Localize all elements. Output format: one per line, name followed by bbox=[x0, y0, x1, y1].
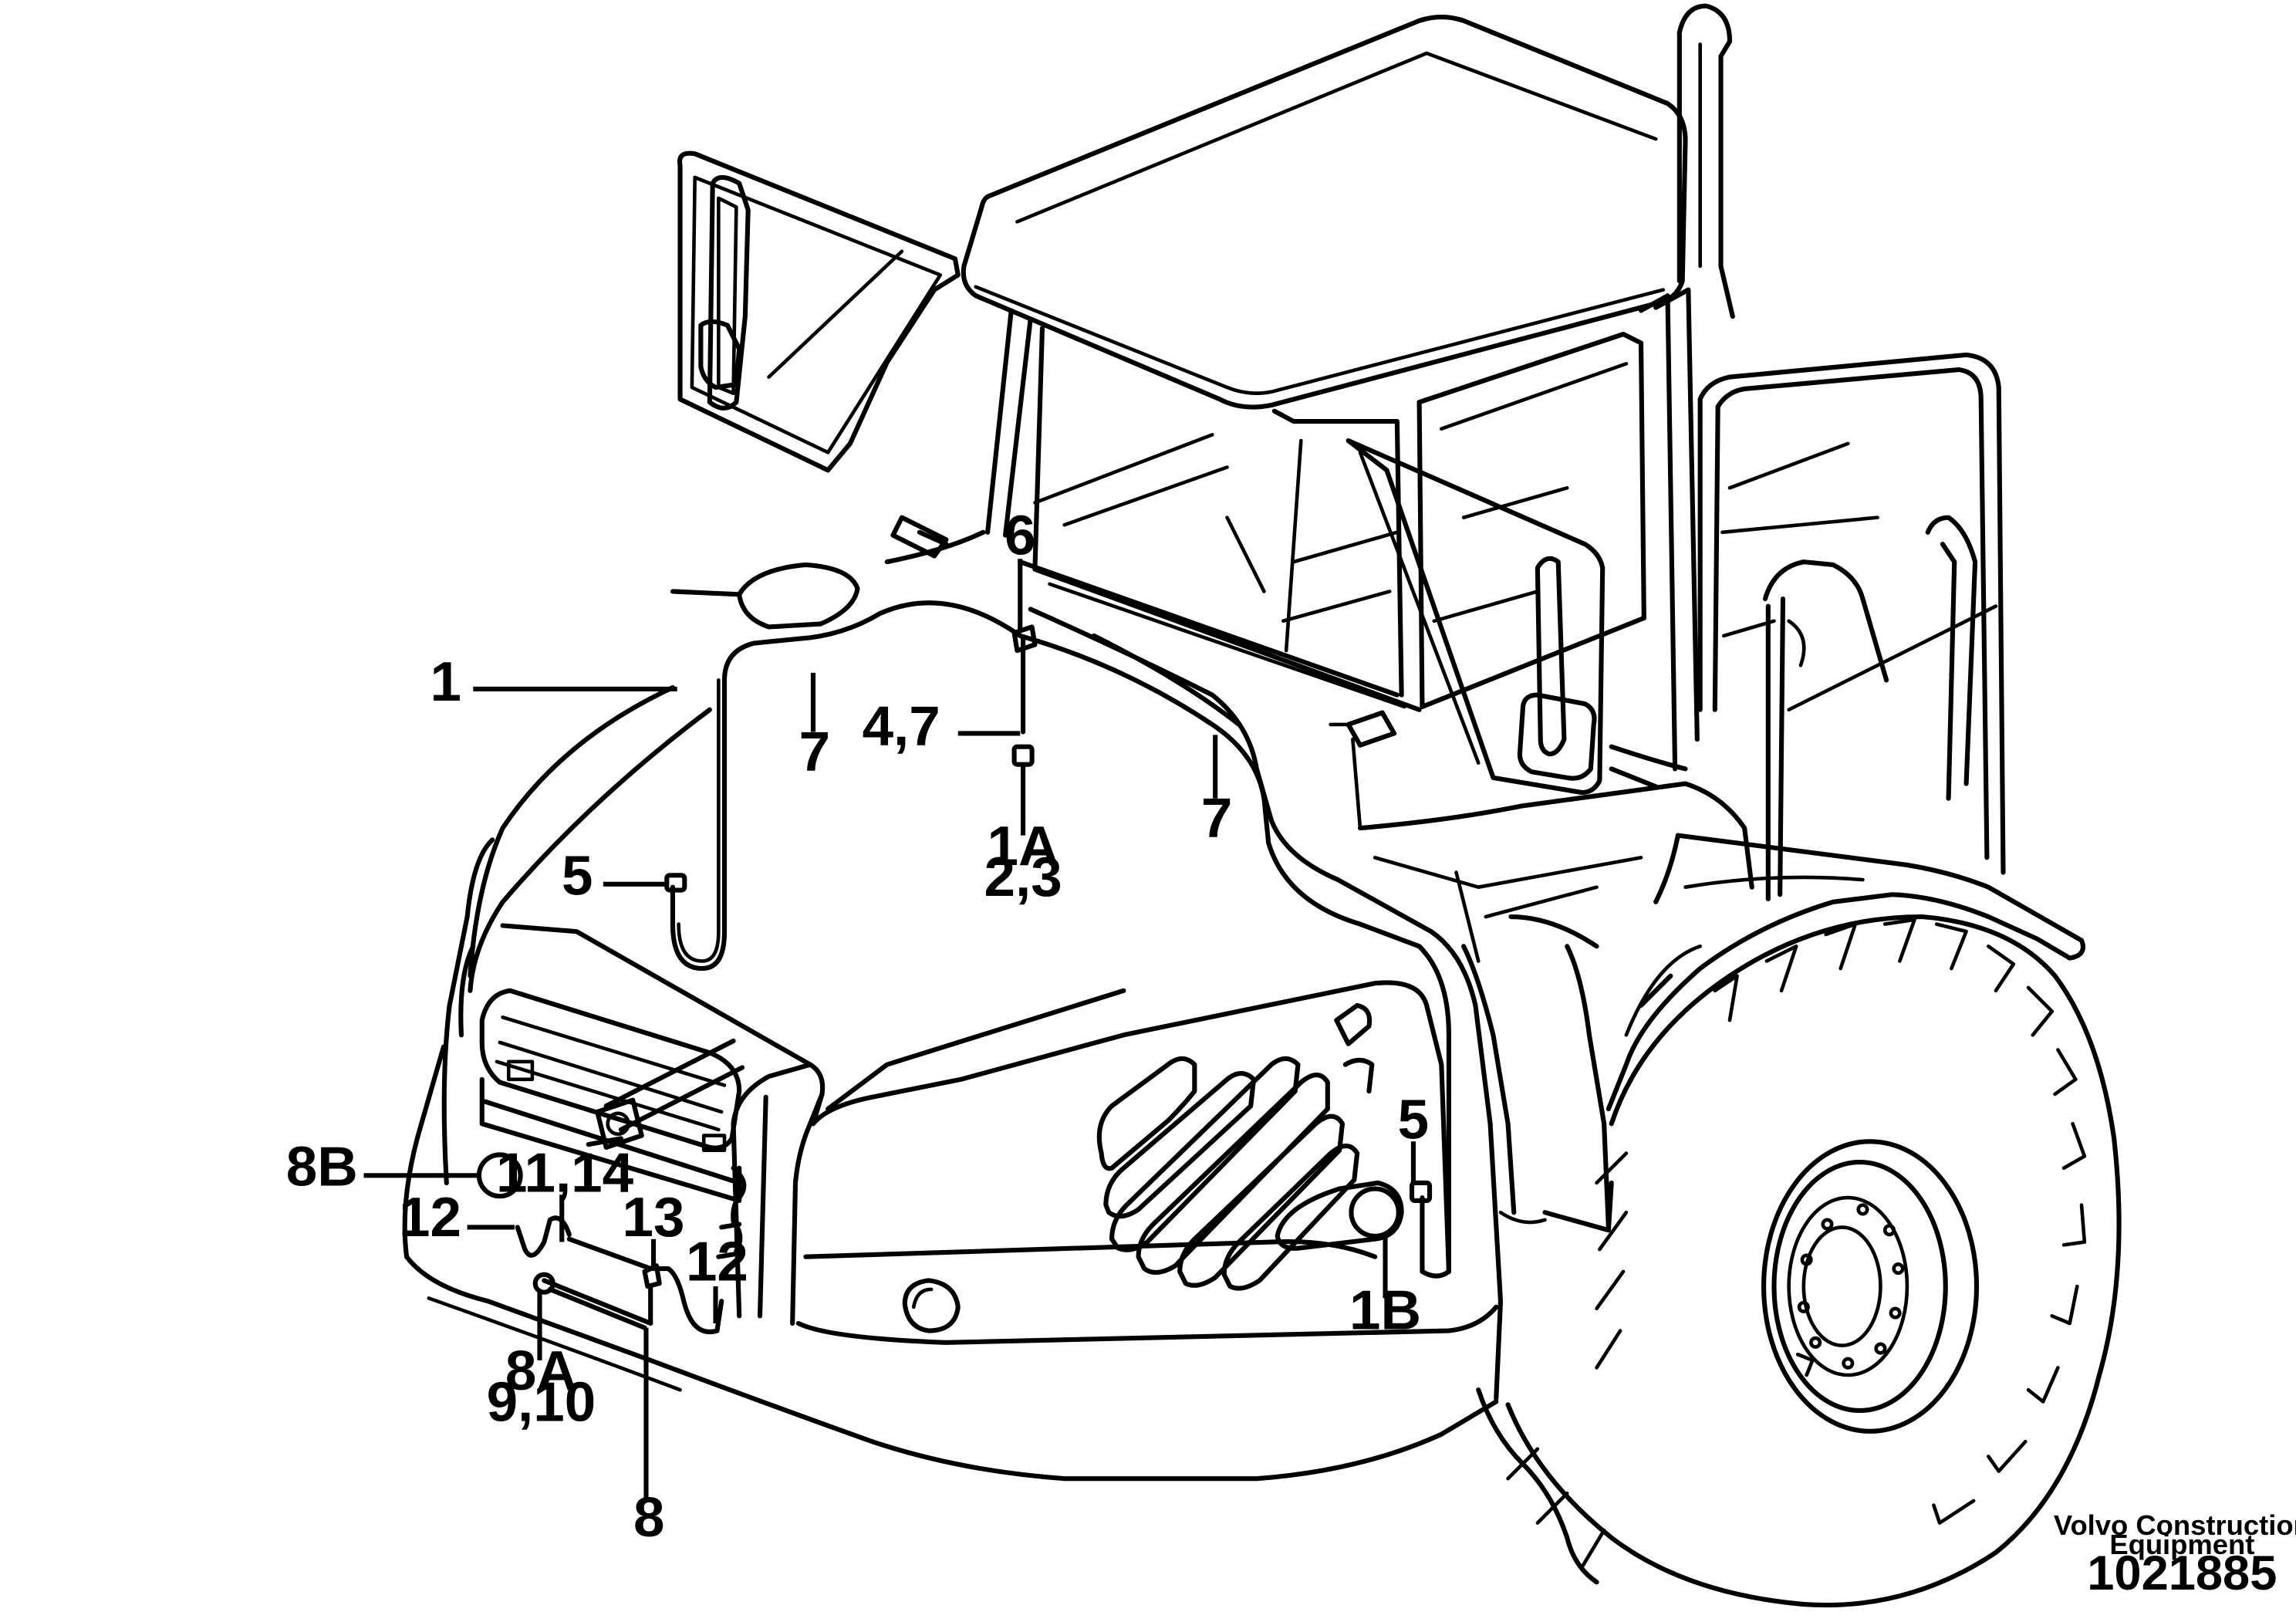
callout-1b: 1B bbox=[1349, 1279, 1421, 1342]
callout-2-3: 2,3 bbox=[984, 846, 1062, 908]
side-vent bbox=[1096, 1002, 1375, 1291]
cab-roof bbox=[961, 14, 1688, 410]
fender bbox=[1606, 833, 2086, 1112]
callout-8: 8 bbox=[633, 1486, 664, 1549]
callout-9-10: 9,10 bbox=[487, 1370, 596, 1433]
company-name-line2: Equipment bbox=[2109, 1529, 2254, 1560]
callout-1a: 1A bbox=[988, 815, 1059, 877]
callout-5-left: 5 bbox=[562, 844, 593, 907]
document-number: 1021885 bbox=[2087, 1546, 2277, 1600]
rear-railing bbox=[1697, 352, 2006, 902]
callout-7-left: 7 bbox=[799, 720, 831, 782]
callout-labels: 1 7 6 4,7 1A 2,3 7 5 5 8B 11,14 12 13 12… bbox=[286, 505, 1429, 1549]
left-rail bbox=[677, 150, 961, 559]
wheel bbox=[1476, 914, 2122, 1608]
callout-6: 6 bbox=[1004, 505, 1036, 567]
callout-12-right: 12 bbox=[686, 1230, 748, 1293]
callout-4-7: 4,7 bbox=[863, 695, 940, 758]
machine-drawing bbox=[402, 3, 2122, 1608]
callout-8a: 8A bbox=[505, 1340, 577, 1402]
exhaust-stack bbox=[1676, 3, 1735, 319]
cab-body bbox=[985, 287, 1700, 772]
footer: Volvo Construction Equipment 1021885 bbox=[2054, 1509, 2296, 1600]
callout-leaders bbox=[363, 559, 1416, 1502]
hood bbox=[402, 529, 1754, 1482]
grille bbox=[479, 988, 747, 1259]
callout-8b: 8B bbox=[286, 1136, 358, 1198]
callout-12-left: 12 bbox=[399, 1186, 461, 1249]
callout-11-14: 11,14 bbox=[496, 1141, 634, 1204]
callout-5-right: 5 bbox=[1398, 1088, 1430, 1151]
right-mirror-arm bbox=[1329, 438, 1606, 796]
callout-1: 1 bbox=[430, 650, 461, 713]
hoses bbox=[515, 600, 1451, 1334]
callout-7-right: 7 bbox=[1201, 787, 1233, 850]
company-name-line1: Volvo Construction bbox=[2054, 1509, 2296, 1541]
callout-13: 13 bbox=[623, 1186, 685, 1249]
